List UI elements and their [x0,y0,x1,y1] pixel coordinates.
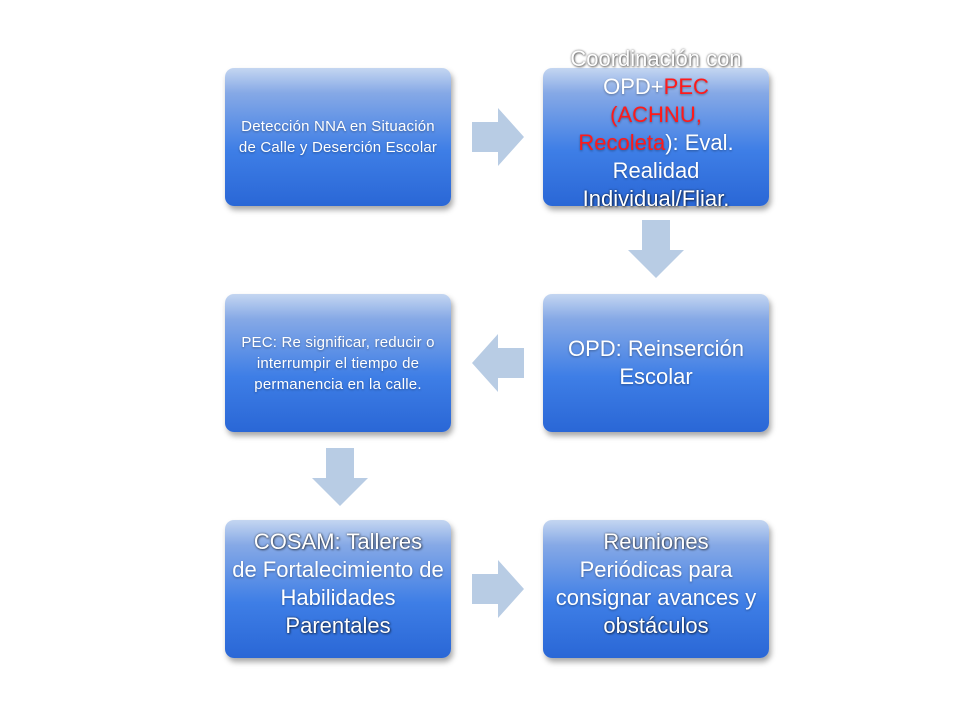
reuniones-line1: Reuniones [603,529,709,554]
arrow-down-icon [312,448,368,506]
arrow-left-icon [472,334,524,392]
arrow-right-icon [472,560,524,618]
coordinacion-rest: ): Eval. Realidad [612,130,734,183]
coordinacion-opd: OPD+ [603,74,664,99]
coordinacion-line-last: Individual/Fliar. [582,186,730,211]
coordinacion-line1: Coordinación con [570,46,742,71]
node-pec-resignificar: PEC: Re significar, reducir o interrumpi… [225,294,451,432]
cosam-middle: de Fortalecimiento de Habilidades [232,557,444,610]
reuniones-line-last: obstáculos [603,613,709,638]
node-reinsercion: OPD: Reinserción Escolar [543,294,769,432]
node-cosam: COSAM: Talleres de Fortalecimiento de Ha… [225,520,451,658]
cosam-line-last: Parentales [285,613,391,638]
node-deteccion: Detección NNA en Situación de Calle y De… [225,68,451,206]
arrow-right-icon [472,108,524,166]
node-reinsercion-text: OPD: Reinserción Escolar [567,336,745,389]
cosam-line1: COSAM: Talleres [253,529,423,554]
arrow-down-icon [628,220,684,278]
coordinacion-pec: PEC [663,74,709,99]
coordinacion-achnu: ACHNU, [617,102,702,127]
node-coordinacion: Coordinación con OPD+PEC ((ACHNU, Recole… [543,46,769,211]
node-pec-resignificar-text: PEC: Re significar, reducir o interrumpi… [241,333,435,393]
coordinacion-recoleta: Recoleta [578,130,666,155]
node-deteccion-text: Detección NNA en Situación de Calle y De… [238,118,438,156]
reuniones-middle: Periódicas para consignar avances y [555,557,757,610]
node-reuniones: Reuniones Periódicas para consignar avan… [543,520,769,658]
